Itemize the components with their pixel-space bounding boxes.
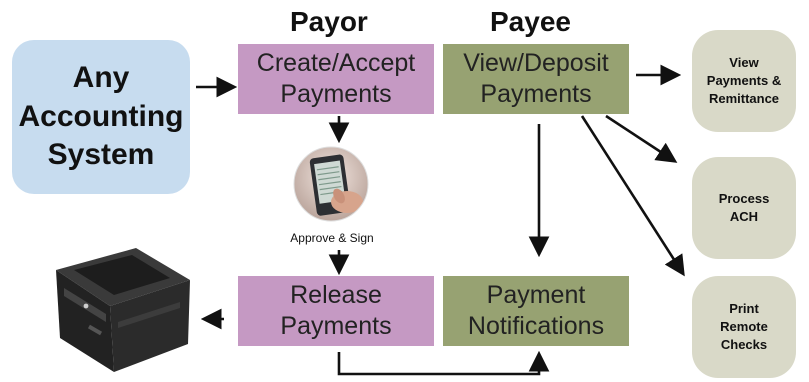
create-line-1: Create/Accept <box>256 48 416 77</box>
accounting-system-node: Any Accounting System <box>12 40 190 194</box>
checks-line-3: Checks <box>720 337 768 353</box>
view-deposit-line-1: View/Deposit <box>463 48 609 77</box>
printer-icon <box>56 248 190 372</box>
payor-header: Payor <box>290 6 368 37</box>
create-accept-payments-node: Create/Accept Payments <box>238 44 434 114</box>
ach-line-1: Process <box>718 190 770 206</box>
source-line-3: System <box>47 138 155 172</box>
arrow-release-to-notifications <box>337 350 550 376</box>
print-remote-checks-node: Print Remote Checks <box>692 276 796 378</box>
source-line-2: Accounting <box>18 99 184 133</box>
release-line-1: Release <box>290 280 382 309</box>
payment-notifications-node: Payment Notifications <box>443 276 629 346</box>
arrow-view-to-checks <box>580 115 685 277</box>
release-line-2: Payments <box>280 312 392 340</box>
checks-line-1: Print <box>729 300 759 316</box>
notifications-line-2: Notifications <box>467 312 605 340</box>
payee-header: Payee <box>490 6 571 37</box>
remittance-line-1: View <box>729 54 759 70</box>
approve-sign-caption: Approve & Sign <box>290 231 374 245</box>
remittance-line-3: Remittance <box>708 91 780 107</box>
view-deposit-line-2: Payments <box>480 80 592 108</box>
ach-line-2: ACH <box>729 209 759 224</box>
arrow-view-to-ach <box>605 114 678 163</box>
phone-approval-icon <box>293 146 369 222</box>
notifications-line-1: Payment <box>486 280 586 309</box>
release-payments-node: Release Payments <box>238 276 434 346</box>
view-remittance-node: View Payments & Remittance <box>692 30 796 132</box>
process-ach-node: Process ACH <box>692 157 796 259</box>
checks-line-2: Remote <box>720 318 768 334</box>
remittance-line-2: Payments & <box>706 72 782 88</box>
create-line-2: Payments <box>280 80 392 108</box>
source-line-1: Any <box>72 61 130 95</box>
view-deposit-payments-node: View/Deposit Payments <box>443 44 629 114</box>
